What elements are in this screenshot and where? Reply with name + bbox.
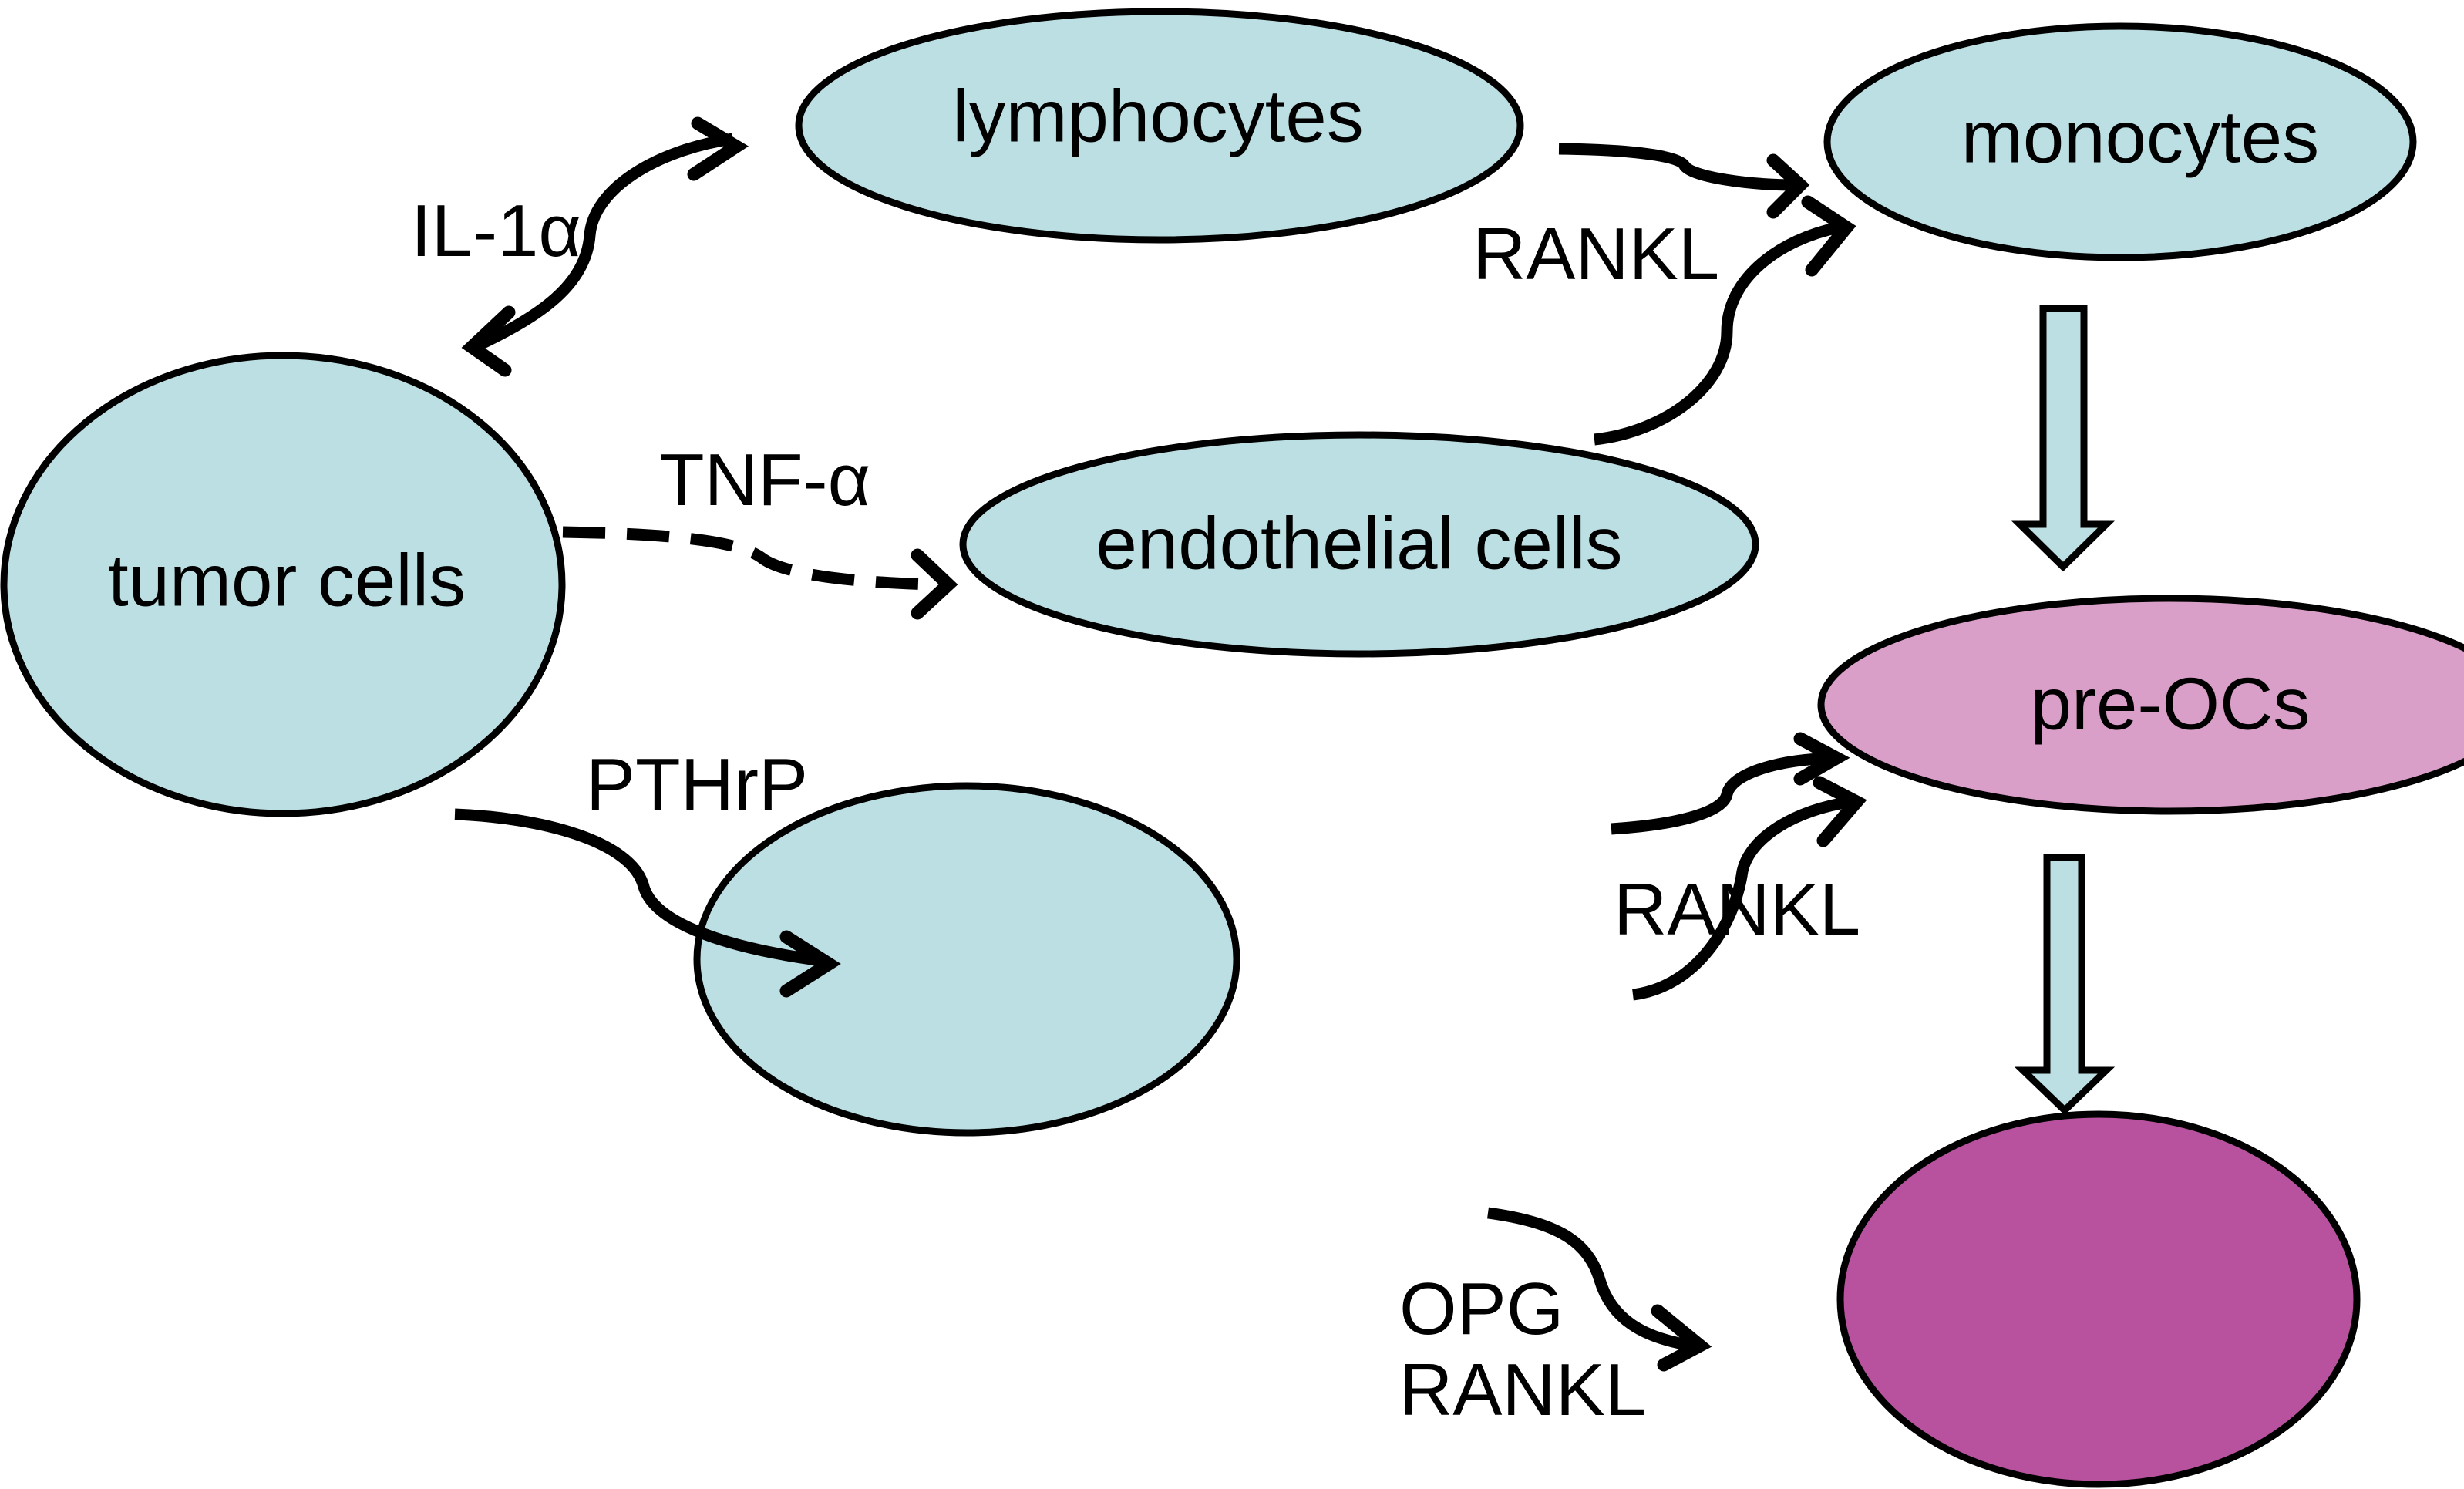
il1a-connector: [475, 133, 734, 351]
lymphocytes-label: lymphocytes: [952, 75, 1364, 157]
edge-stromal-preocs: [1611, 732, 1867, 1001]
stromal-preocs-connector-2: [1631, 796, 1852, 1001]
node-osteoclasts: [1836, 1110, 2361, 1488]
endothelial-cells-label: endothelial cells: [1096, 502, 1622, 584]
stromal-cells-shape: [693, 782, 1240, 1137]
opg-rankl-arrowhead: [1651, 1304, 1712, 1372]
edge-il1a: [461, 116, 749, 377]
lymphocytes-shape: [795, 8, 1524, 244]
osteoclasts-shape: [1836, 1110, 2361, 1488]
label-rankl-bottom: RANKL: [1399, 1349, 1646, 1431]
edge-lymphocytes-monocytes: [1558, 143, 1810, 219]
endothelial-monocytes-arrowhead: [1801, 195, 1856, 277]
monocytes-label: monocytes: [1961, 96, 2319, 178]
node-monocytes: monocytes: [1823, 22, 2417, 261]
endothelial-cells-shape: [959, 431, 1759, 658]
pre-ocs-shape: [1817, 595, 2464, 815]
stromal-preocs-connector-1: [1611, 752, 1836, 835]
endothelial-monocytes-connector: [1594, 221, 1840, 446]
edge-tnfa: [562, 526, 958, 620]
edge-endothelial-monocytes: [1594, 195, 1856, 446]
pthrp-connector: [454, 808, 819, 966]
preocs-osteoclasts-block-arrow: [2014, 854, 2116, 1116]
tumor-cells-label: tumor cells: [108, 539, 466, 622]
edge-pthrp: [454, 808, 841, 998]
tumor-cells-shape: [0, 352, 566, 817]
opg-rankl-connector: [1487, 1207, 1694, 1352]
node-lymphocytes: lymphocytes: [795, 8, 1524, 244]
node-endothelial-cells: endothelial cells: [959, 431, 1759, 658]
monocytes-preocs-block-arrow: [2011, 305, 2116, 572]
il1a-arrowhead-tumor: [461, 305, 516, 377]
block-arrow-preocs-osteoclasts: [2014, 854, 2116, 1116]
pthrp-arrowhead: [779, 930, 841, 998]
pre-ocs-label: pre-OCs: [2031, 662, 2311, 745]
stromal-preocs-arrowhead-1: [1793, 732, 1850, 786]
tnfa-arrowhead: [911, 548, 958, 620]
label-rankl-top: RANKL: [1473, 213, 1719, 295]
lymphocytes-monocytes-arrowhead: [1766, 153, 1810, 219]
label-opg: OPG: [1399, 1268, 1564, 1350]
edge-opg-rankl-osteoclasts: [1487, 1207, 1712, 1372]
stromal-preocs-arrowhead-2: [1813, 776, 1867, 847]
block-arrow-monocytes-preocs: [2011, 305, 2116, 572]
node-pre-ocs: pre-OCs: [1817, 595, 2464, 815]
il1a-arrowhead-lymphocytes: [687, 116, 749, 181]
monocytes-shape: [1823, 22, 2417, 261]
label-rankl-mid: RANKL: [1614, 868, 1860, 951]
lymphocytes-monocytes-connector: [1558, 143, 1797, 191]
label-pthrp: PTHrP: [586, 743, 808, 826]
label-tnfa: TNF-α: [659, 439, 870, 521]
tnfa-connector: [562, 526, 934, 591]
node-tumor-cells: tumor cells: [0, 352, 566, 817]
label-il1a: IL-1α: [411, 190, 581, 272]
node-stromal-cells: [693, 782, 1240, 1137]
